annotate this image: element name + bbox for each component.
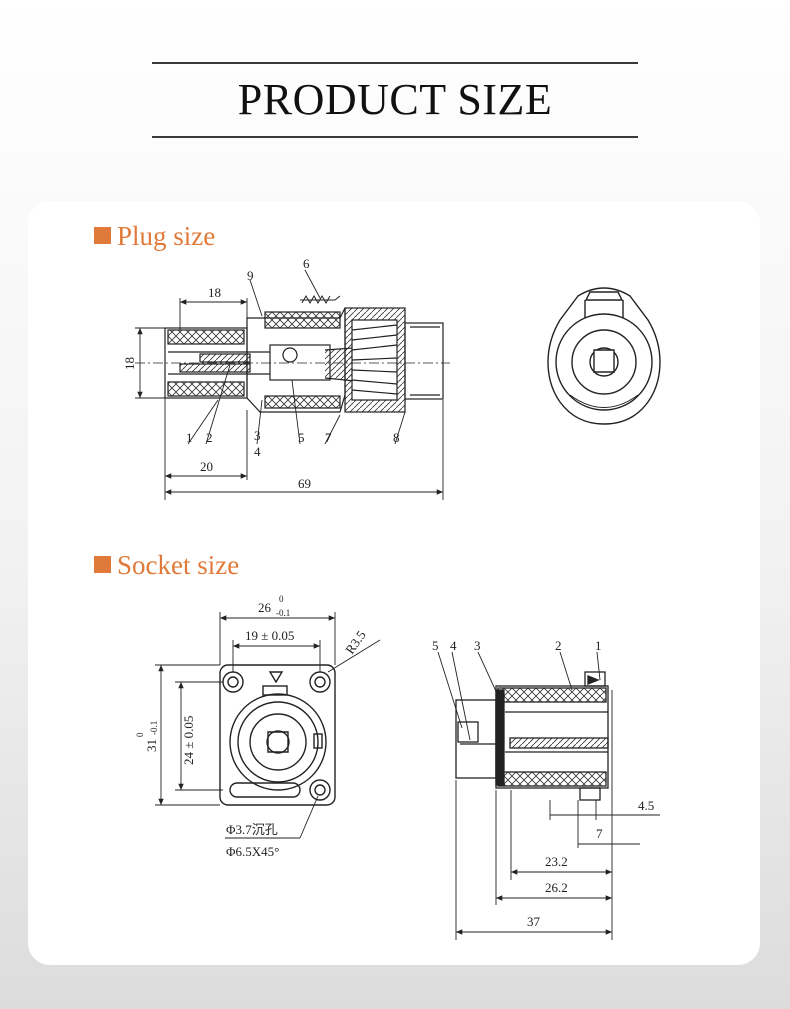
socket-dim-23-2: 23.2 [545, 854, 568, 869]
socket-side-view [455, 671, 609, 801]
socket-front-dimensions [155, 612, 381, 839]
socket-dim-24: 24 ± 0.05 [181, 716, 196, 765]
header-rule-bottom [152, 136, 638, 138]
plug-callout-6: 6 [303, 256, 310, 271]
plug-callout-1: 1 [186, 430, 193, 445]
socket-dim-31-lower: -0.1 [149, 721, 159, 735]
socket-hole-note-1: Φ3.7沉孔 [226, 822, 278, 837]
socket-side-labels: 5 4 3 2 1 4.5 7 23.2 26.2 37 [432, 638, 654, 929]
page-title: PRODUCT SIZE [237, 75, 553, 124]
plug-callout-5: 5 [298, 430, 305, 445]
socket-front-view [219, 664, 336, 806]
plug-front-view [547, 287, 661, 425]
socket-section-title: Socket size [94, 550, 239, 581]
plug-callout-7: 7 [325, 430, 332, 445]
socket-dim-7: 7 [596, 826, 603, 841]
plug-dim-18-top: 18 [208, 285, 221, 300]
socket-dim-26-upper: 0 [279, 594, 284, 604]
plug-section-label: Plug size [117, 221, 216, 251]
socket-dim-31: 31 [144, 739, 159, 752]
plug-dimension-labels: 18 18 20 69 1 2 3 4 5 6 7 8 9 [122, 256, 400, 491]
socket-dim-31-upper: 0 [135, 732, 145, 737]
socket-hole-note-2: Φ6.5X45° [226, 844, 279, 859]
plug-section-title: Plug size [94, 221, 215, 252]
plug-callout-4: 4 [254, 444, 261, 459]
socket-dim-37: 37 [527, 914, 541, 929]
plug-dim-69: 69 [298, 476, 311, 491]
socket-dim-26-lower: -0.1 [276, 608, 290, 618]
socket-dim-19: 19 ± 0.05 [245, 628, 294, 643]
socket-dim-4-5: 4.5 [638, 798, 654, 813]
socket-radius: R3.5 [342, 628, 369, 657]
socket-side-dimensions [437, 651, 660, 940]
plug-dimensions [135, 269, 444, 500]
plug-callout-8: 8 [393, 430, 400, 445]
socket-callout-4: 4 [450, 638, 457, 653]
socket-callout-2: 2 [555, 638, 562, 653]
bullet-square-icon [94, 227, 111, 244]
plug-callout-2: 2 [206, 430, 213, 445]
socket-front-labels: 26 0 -0.1 19 ± 0.05 R3.5 31 0 -0.1 24 ± … [135, 594, 369, 859]
socket-callout-5: 5 [432, 638, 439, 653]
socket-dim-26-2: 26.2 [545, 880, 568, 895]
bullet-square-icon [94, 556, 111, 573]
socket-dim-26: 26 [258, 600, 272, 615]
header-rule-top [152, 62, 638, 64]
plug-callout-3: 3 [254, 428, 261, 443]
plug-side-view [135, 294, 450, 413]
socket-section-label: Socket size [117, 550, 240, 580]
socket-callout-1: 1 [595, 638, 602, 653]
plug-dim-18-side: 18 [122, 357, 137, 370]
socket-callout-3: 3 [474, 638, 481, 653]
plug-dim-20: 20 [200, 459, 213, 474]
plug-callout-9: 9 [247, 268, 254, 283]
